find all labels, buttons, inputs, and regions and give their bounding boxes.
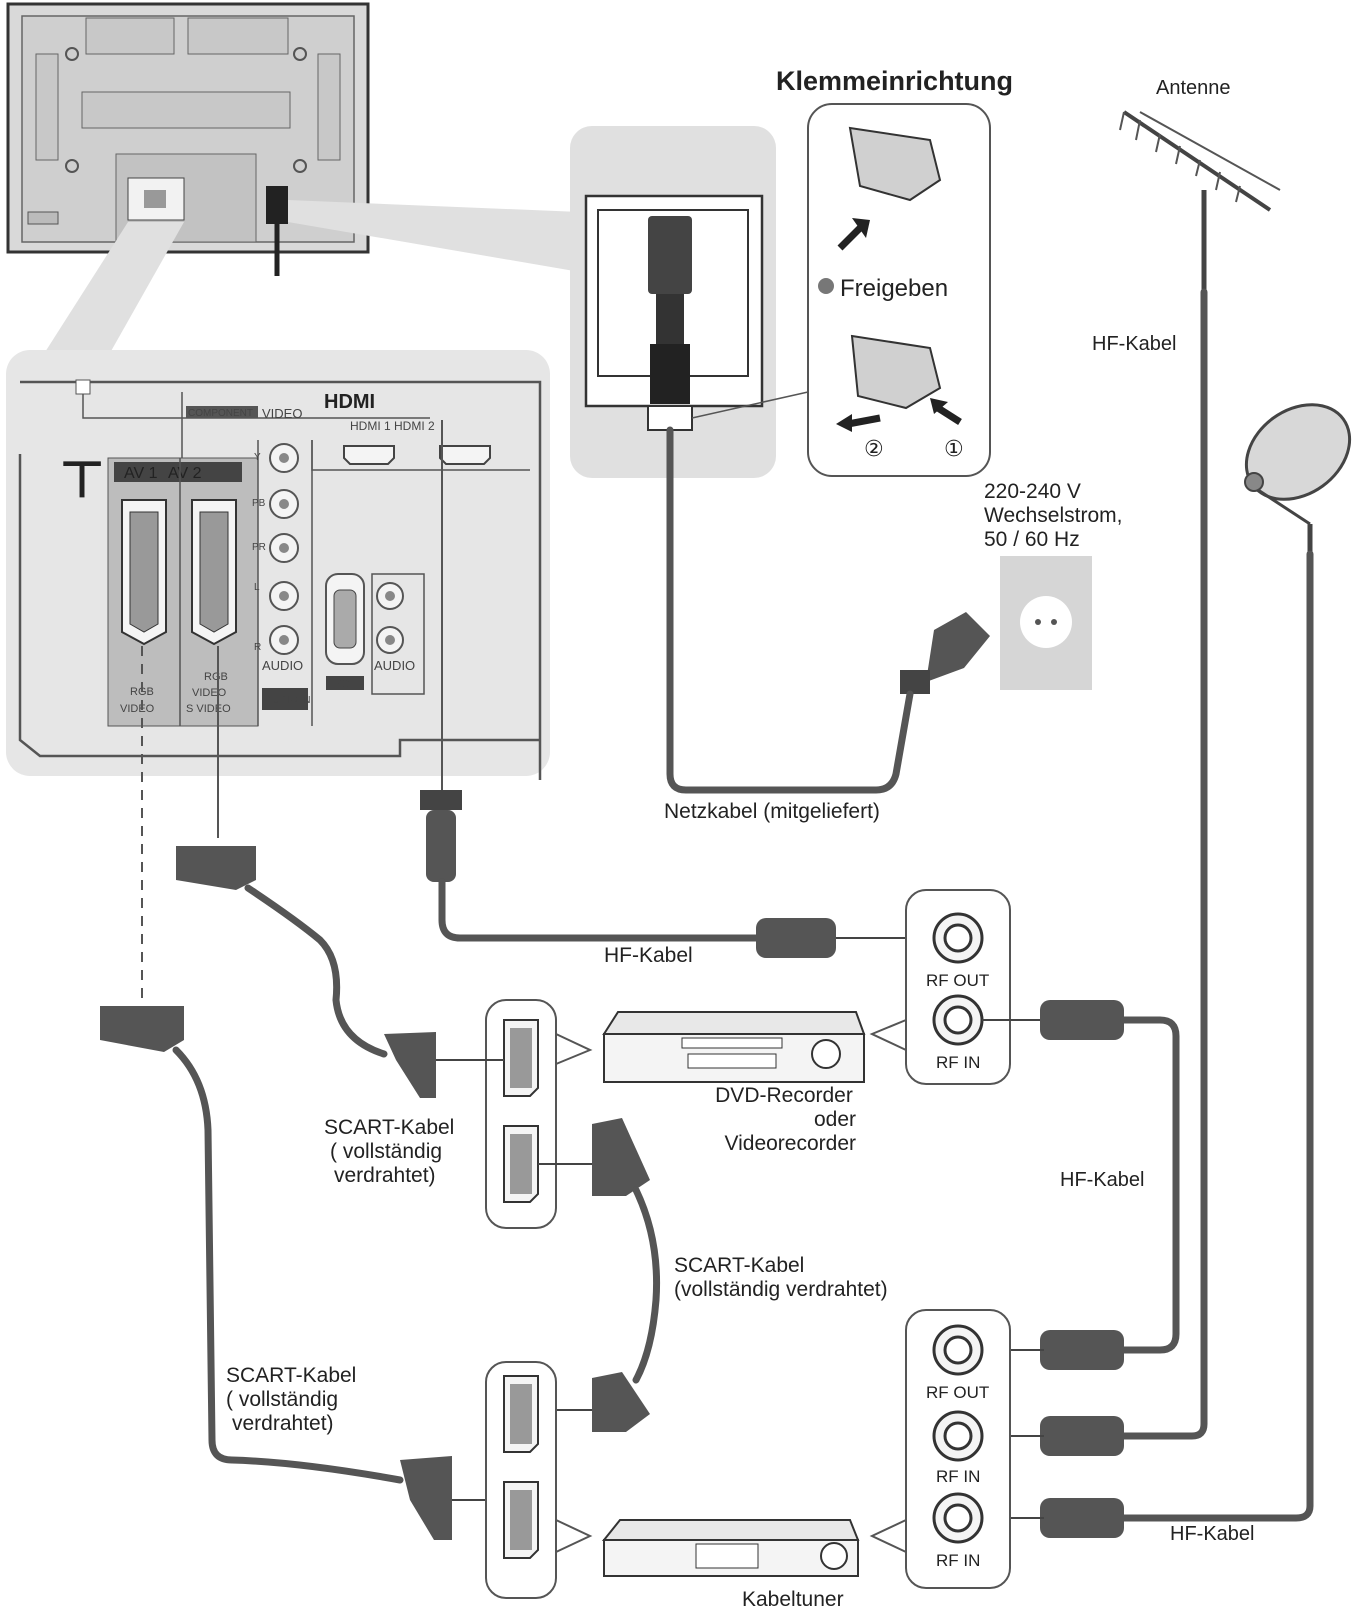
rf-plug-tv [420, 790, 462, 810]
power-inlet-inset [570, 126, 809, 478]
scart-label-2-line1: SCART-Kabel [674, 1254, 804, 1277]
antenna-icon [1119, 110, 1281, 292]
pc-vga-port[interactable] [325, 573, 365, 665]
av1-label: AV 1 [124, 465, 158, 482]
av2-label: AV 2 [168, 465, 202, 482]
pr-label: PR [252, 542, 266, 553]
rca-audio-out-r[interactable] [376, 626, 404, 654]
wall-socket-icon [1000, 556, 1092, 690]
hf-cable-tv-to-recorder [438, 878, 764, 942]
zoom-wedge-left [40, 222, 184, 360]
tuner-scart-ports [485, 1361, 593, 1599]
recorder-scart-port-2[interactable] [503, 1125, 539, 1203]
audio-in-label: AUDIO IN [266, 695, 310, 706]
recorder-rf-in-label: RF IN [936, 1053, 980, 1072]
av2-rgb-label: RGB [204, 671, 228, 683]
dvd-label-line2: oder [814, 1108, 856, 1131]
hf-cable-antenna [1068, 288, 1208, 1440]
scart-label-1-line3: verdrahtet) [334, 1164, 436, 1187]
step-2-label: ② [864, 436, 884, 461]
dvd-label-line3: Videorecorder [724, 1132, 856, 1155]
scart-label-3-line1: SCART-Kabel [226, 1364, 356, 1387]
recorder-scart-port-1[interactable] [503, 1019, 539, 1097]
scart-cable-av1-tuner [172, 1046, 404, 1484]
recorder-rf-ports: RF OUT RF IN [869, 889, 1011, 1085]
audio-l-label: L [254, 582, 260, 593]
jack-panel-enlarged: ㄒ AV 1 AV 2 RGB VIDEO RGB VIDEO S VIDEO … [6, 350, 550, 780]
satellite-dish-icon [1244, 403, 1352, 554]
scart-label-1-line2: ( vollständig [330, 1140, 442, 1163]
tuner-scart-port-1[interactable] [503, 1375, 539, 1453]
tuner-rf-in-label-2: RF IN [936, 1551, 980, 1570]
tuner-rf-in-jack-1[interactable] [932, 1410, 984, 1462]
power-spec-line3: 50 / 60 Hz [984, 528, 1080, 551]
scart-cable-av2-recorder [244, 884, 388, 1058]
hdmi-logo: HDMI [324, 391, 375, 413]
tuner-rf-ports: RF OUT RF IN RF IN [869, 1309, 1011, 1589]
rca-jack-pb[interactable] [269, 489, 299, 519]
rca-audio-out-l[interactable] [376, 582, 404, 610]
dvd-label-line1: DVD-Recorder [715, 1084, 853, 1107]
audio-r-label: R [254, 642, 261, 653]
tuner-rf-out-jack[interactable] [932, 1324, 984, 1376]
power-spec-line1: 220-240 V [984, 480, 1081, 503]
clamp-callout: Klemmeinrichtung Freigeben ② ① [776, 66, 1013, 477]
scart-plug-av1 [100, 1006, 184, 1052]
rca-jack-audio-r[interactable] [269, 625, 299, 655]
tuner-rf-in-jack-2[interactable] [932, 1492, 984, 1544]
cable-tuner-label: Kabeltuner [742, 1588, 844, 1611]
rca-jack-y[interactable] [269, 443, 299, 473]
hdmi-port-2[interactable] [439, 445, 491, 465]
av2-svideo-label: S VIDEO [186, 703, 231, 715]
power-plug-icon [900, 612, 990, 694]
hf-cable-label-tv: HF-Kabel [604, 944, 693, 967]
hdmi-ports-label: HDMI 1 HDMI 2 [350, 419, 435, 433]
scart-cable-recorder-tuner [632, 1186, 661, 1384]
scart-port-av2[interactable] [191, 499, 237, 646]
recorder-scart-ports [485, 999, 593, 1229]
rca-jack-pr[interactable] [269, 533, 299, 563]
video-label: VIDEO [262, 406, 302, 421]
recorder-rf-out-jack[interactable] [932, 912, 984, 964]
component-label: COMPONENT [188, 408, 253, 419]
antenna-jack-symbol: ㄒ [60, 455, 104, 504]
mains-cable [666, 426, 914, 794]
audio-out-label: AUDIO [374, 658, 415, 673]
scart-label-2-line2: (vollständig verdrahtet) [674, 1278, 888, 1301]
cable-tuner-icon [601, 1519, 860, 1577]
tv-rear-view [6, 2, 370, 276]
av1-video-label: VIDEO [120, 703, 155, 715]
release-label: Freigeben [840, 275, 948, 302]
hf-cable-recorder-to-tuner [1120, 1016, 1180, 1354]
step-1-label: ① [944, 436, 964, 461]
hdmi-port-1[interactable] [343, 445, 395, 465]
hf-cable-dish [1068, 550, 1314, 1522]
pc-label: PC [334, 678, 349, 690]
recorder-rf-in-jack[interactable] [932, 994, 984, 1046]
recorder-rf-out-label: RF OUT [926, 971, 989, 990]
tuner-rf-out-label: RF OUT [926, 1383, 989, 1402]
tuner-scart-port-2[interactable] [503, 1481, 539, 1559]
scart-label-1-line1: SCART-Kabel [324, 1116, 454, 1139]
scart-label-3-line3: verdrahtet) [232, 1412, 334, 1435]
hf-cable-label-between: HF-Kabel [1060, 1169, 1144, 1191]
dvd-recorder-icon [602, 1011, 866, 1083]
power-spec-line2: Wechselstrom, [984, 504, 1122, 527]
antenna-label: Antenne [1156, 77, 1231, 99]
audio-label: AUDIO [262, 658, 303, 673]
scart-port-av1[interactable] [121, 499, 167, 646]
scart-plug-av2 [176, 846, 256, 890]
rca-jack-audio-l[interactable] [269, 581, 299, 611]
tuner-rf-in-label-1: RF IN [936, 1467, 980, 1486]
y-label: Y [254, 452, 261, 463]
clamp-title: Klemmeinrichtung [776, 66, 1013, 96]
scart-label-3-line2: ( vollständig [226, 1388, 338, 1411]
hf-cable-label-dish: HF-Kabel [1170, 1523, 1254, 1545]
zoom-wedge-right [288, 200, 580, 272]
av2-video-label: VIDEO [192, 687, 227, 699]
hf-cable-label-antenna: HF-Kabel [1092, 333, 1176, 355]
mains-cable-label: Netzkabel (mitgeliefert) [664, 800, 880, 823]
pb-label: PB [252, 498, 266, 509]
